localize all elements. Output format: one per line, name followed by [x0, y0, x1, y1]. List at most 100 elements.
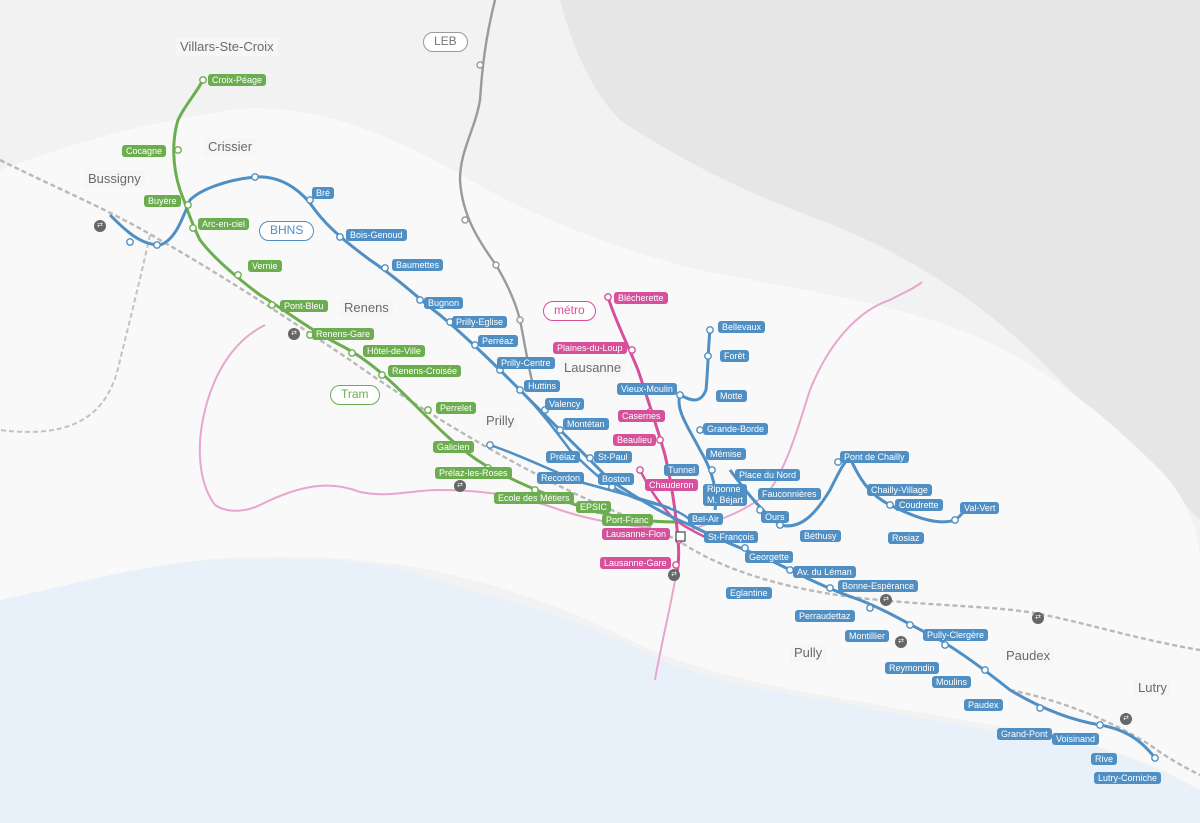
station-av-du-leman[interactable]: Av. du Léman — [793, 566, 856, 578]
station-bre[interactable]: Bré — [312, 187, 335, 199]
station-val-vert[interactable]: Val-Vert — [960, 502, 1000, 514]
bhns-line-badge[interactable]: BHNS — [259, 221, 315, 241]
station-lausanne-gare[interactable]: Lausanne-Gare — [600, 557, 671, 569]
place-label: Paudex — [1002, 647, 1055, 665]
station-cocagne[interactable]: Cocagne — [122, 145, 167, 157]
station-boston[interactable]: Boston — [598, 473, 635, 485]
station-pont-bleu[interactable]: Pont-Bleu — [280, 300, 328, 312]
station-grande-borde[interactable]: Grande-Borde — [703, 423, 769, 435]
station-tunnel[interactable]: Tunnel — [664, 464, 700, 476]
station-georgette[interactable]: Georgette — [745, 551, 794, 563]
station-motte[interactable]: Motte — [716, 390, 747, 402]
station-huttins[interactable]: Huttins — [524, 380, 561, 392]
station-plaines-du-loup[interactable]: Plaines-du-Loup — [553, 342, 627, 354]
place-label: Bussigny — [84, 170, 145, 188]
place-label: Villars-Ste-Croix — [176, 38, 278, 56]
station-prelaz-les-roses[interactable]: Prélaz-les-Roses — [435, 467, 512, 479]
train-station-icon: ⇄ — [880, 594, 892, 606]
station-voisinand[interactable]: Voisinand — [1052, 733, 1100, 745]
station-prelaz[interactable]: Prélaz — [546, 451, 580, 463]
train-station-icon: ⇄ — [1032, 612, 1044, 624]
station-chauderon[interactable]: Chauderon — [645, 479, 698, 491]
station-renens-croisee[interactable]: Renens-Croisée — [388, 365, 462, 377]
station-perrelet[interactable]: Perrelet — [436, 402, 476, 414]
station-bugnon[interactable]: Bugnon — [424, 297, 464, 309]
train-station-icon: ⇄ — [454, 480, 466, 492]
station-bethusy[interactable]: Béthusy — [800, 530, 841, 542]
station-pully-clergere[interactable]: Pully-Clergère — [923, 629, 989, 641]
station-bel-air[interactable]: Bel-Air — [688, 513, 724, 525]
station-casernes[interactable]: Casernes — [618, 410, 665, 422]
station-bois-genoud[interactable]: Bois-Genoud — [346, 229, 407, 241]
metro-future-west — [198, 324, 651, 529]
railway-north — [0, 234, 151, 433]
station-st-francois[interactable]: St-François — [704, 531, 759, 543]
station-epsic[interactable]: EPSIC — [576, 501, 612, 513]
station-bellevaux[interactable]: Bellevaux — [718, 321, 766, 333]
station-rosiaz[interactable]: Rosiaz — [888, 532, 924, 544]
station-port-franc[interactable]: Port-Franc — [602, 514, 653, 526]
lake — [0, 559, 1200, 823]
station-galicien[interactable]: Galicien — [433, 441, 474, 453]
metro-future-east — [689, 281, 923, 531]
station-lausanne-flon[interactable]: Lausanne-Flon — [602, 528, 671, 540]
bhns-line-west — [108, 175, 691, 527]
station-eglantine[interactable]: Eglantine — [726, 587, 772, 599]
station-fauconnieres[interactable]: Fauconnières — [758, 488, 821, 500]
station-chailly-village[interactable]: Chailly-Village — [867, 484, 932, 496]
station-grand-pont[interactable]: Grand-Pont — [997, 728, 1052, 740]
station-perraudettaz[interactable]: Perraudettaz — [795, 610, 855, 622]
station-place-du-nord[interactable]: Place du Nord — [735, 469, 801, 481]
station-baumettes[interactable]: Baumettes — [392, 259, 444, 271]
station-prilly-eglise[interactable]: Prilly-Eglise — [452, 316, 508, 328]
metro-line-badge[interactable]: métro — [543, 301, 596, 321]
station-riponne[interactable]: Riponne M. Béjart — [703, 484, 747, 506]
station-paudex[interactable]: Paudex — [964, 699, 1003, 711]
station-reymondin[interactable]: Reymondin — [885, 662, 939, 674]
station-foret[interactable]: Forêt — [720, 350, 750, 362]
station-ecole-des-metiers[interactable]: Ecole des Métiers — [494, 492, 574, 504]
station-st-paul[interactable]: St-Paul — [594, 451, 632, 463]
flon-hub — [675, 531, 686, 542]
station-perreaz[interactable]: Perréaz — [478, 335, 518, 347]
station-arc-en-ciel[interactable]: Arc-en-ciel — [198, 218, 250, 230]
station-lutry-corniche[interactable]: Lutry-Corniche — [1094, 772, 1162, 784]
station-renens-gare[interactable]: Renens-Gare — [312, 328, 375, 340]
place-label: Prilly — [482, 412, 519, 430]
train-station-icon: ⇄ — [94, 220, 106, 232]
hills — [560, 0, 1200, 520]
station-croix-peage[interactable]: Croix-Péage — [208, 74, 267, 86]
place-label: Lutry — [1134, 679, 1171, 697]
station-valency[interactable]: Valency — [545, 398, 585, 410]
leb-line-badge[interactable]: LEB — [423, 32, 468, 52]
station-rive[interactable]: Rive — [1091, 753, 1118, 765]
station-bonne-esperance[interactable]: Bonne-Espérance — [838, 580, 919, 592]
train-station-icon: ⇄ — [1120, 713, 1132, 725]
station-moulins[interactable]: Moulins — [932, 676, 972, 688]
station-hotel-de-ville[interactable]: Hôtel-de-Ville — [363, 345, 425, 357]
station-pont-de-chailly[interactable]: Pont de Chailly — [840, 451, 909, 463]
station-vernie[interactable]: Vernie — [248, 260, 282, 272]
place-label: Crissier — [204, 138, 257, 156]
place-label: Pully — [790, 644, 827, 662]
train-station-icon: ⇄ — [668, 569, 680, 581]
station-ours[interactable]: Ours — [761, 511, 789, 523]
station-montetan[interactable]: Montétan — [563, 418, 609, 430]
place-label: Lausanne — [560, 359, 626, 377]
train-station-icon: ⇄ — [895, 636, 907, 648]
station-buyere[interactable]: Buyère — [144, 195, 181, 207]
place-label: Renens — [340, 299, 393, 317]
station-beaulieu[interactable]: Beaulieu — [613, 434, 657, 446]
tram-line-badge[interactable]: Tram — [330, 385, 380, 405]
station-coudrette[interactable]: Coudrette — [895, 499, 943, 511]
station-recordon[interactable]: Recordon — [537, 472, 585, 484]
station-prilly-centre[interactable]: Prilly-Centre — [497, 357, 555, 369]
station-blecherette[interactable]: Blécherette — [614, 292, 668, 304]
station-vieux-moulin[interactable]: Vieux-Moulin — [617, 383, 677, 395]
metro-future-south — [654, 574, 677, 681]
station-montillier[interactable]: Montillier — [845, 630, 890, 642]
train-station-icon: ⇄ — [288, 328, 300, 340]
station-memise[interactable]: Mémise — [706, 448, 746, 460]
